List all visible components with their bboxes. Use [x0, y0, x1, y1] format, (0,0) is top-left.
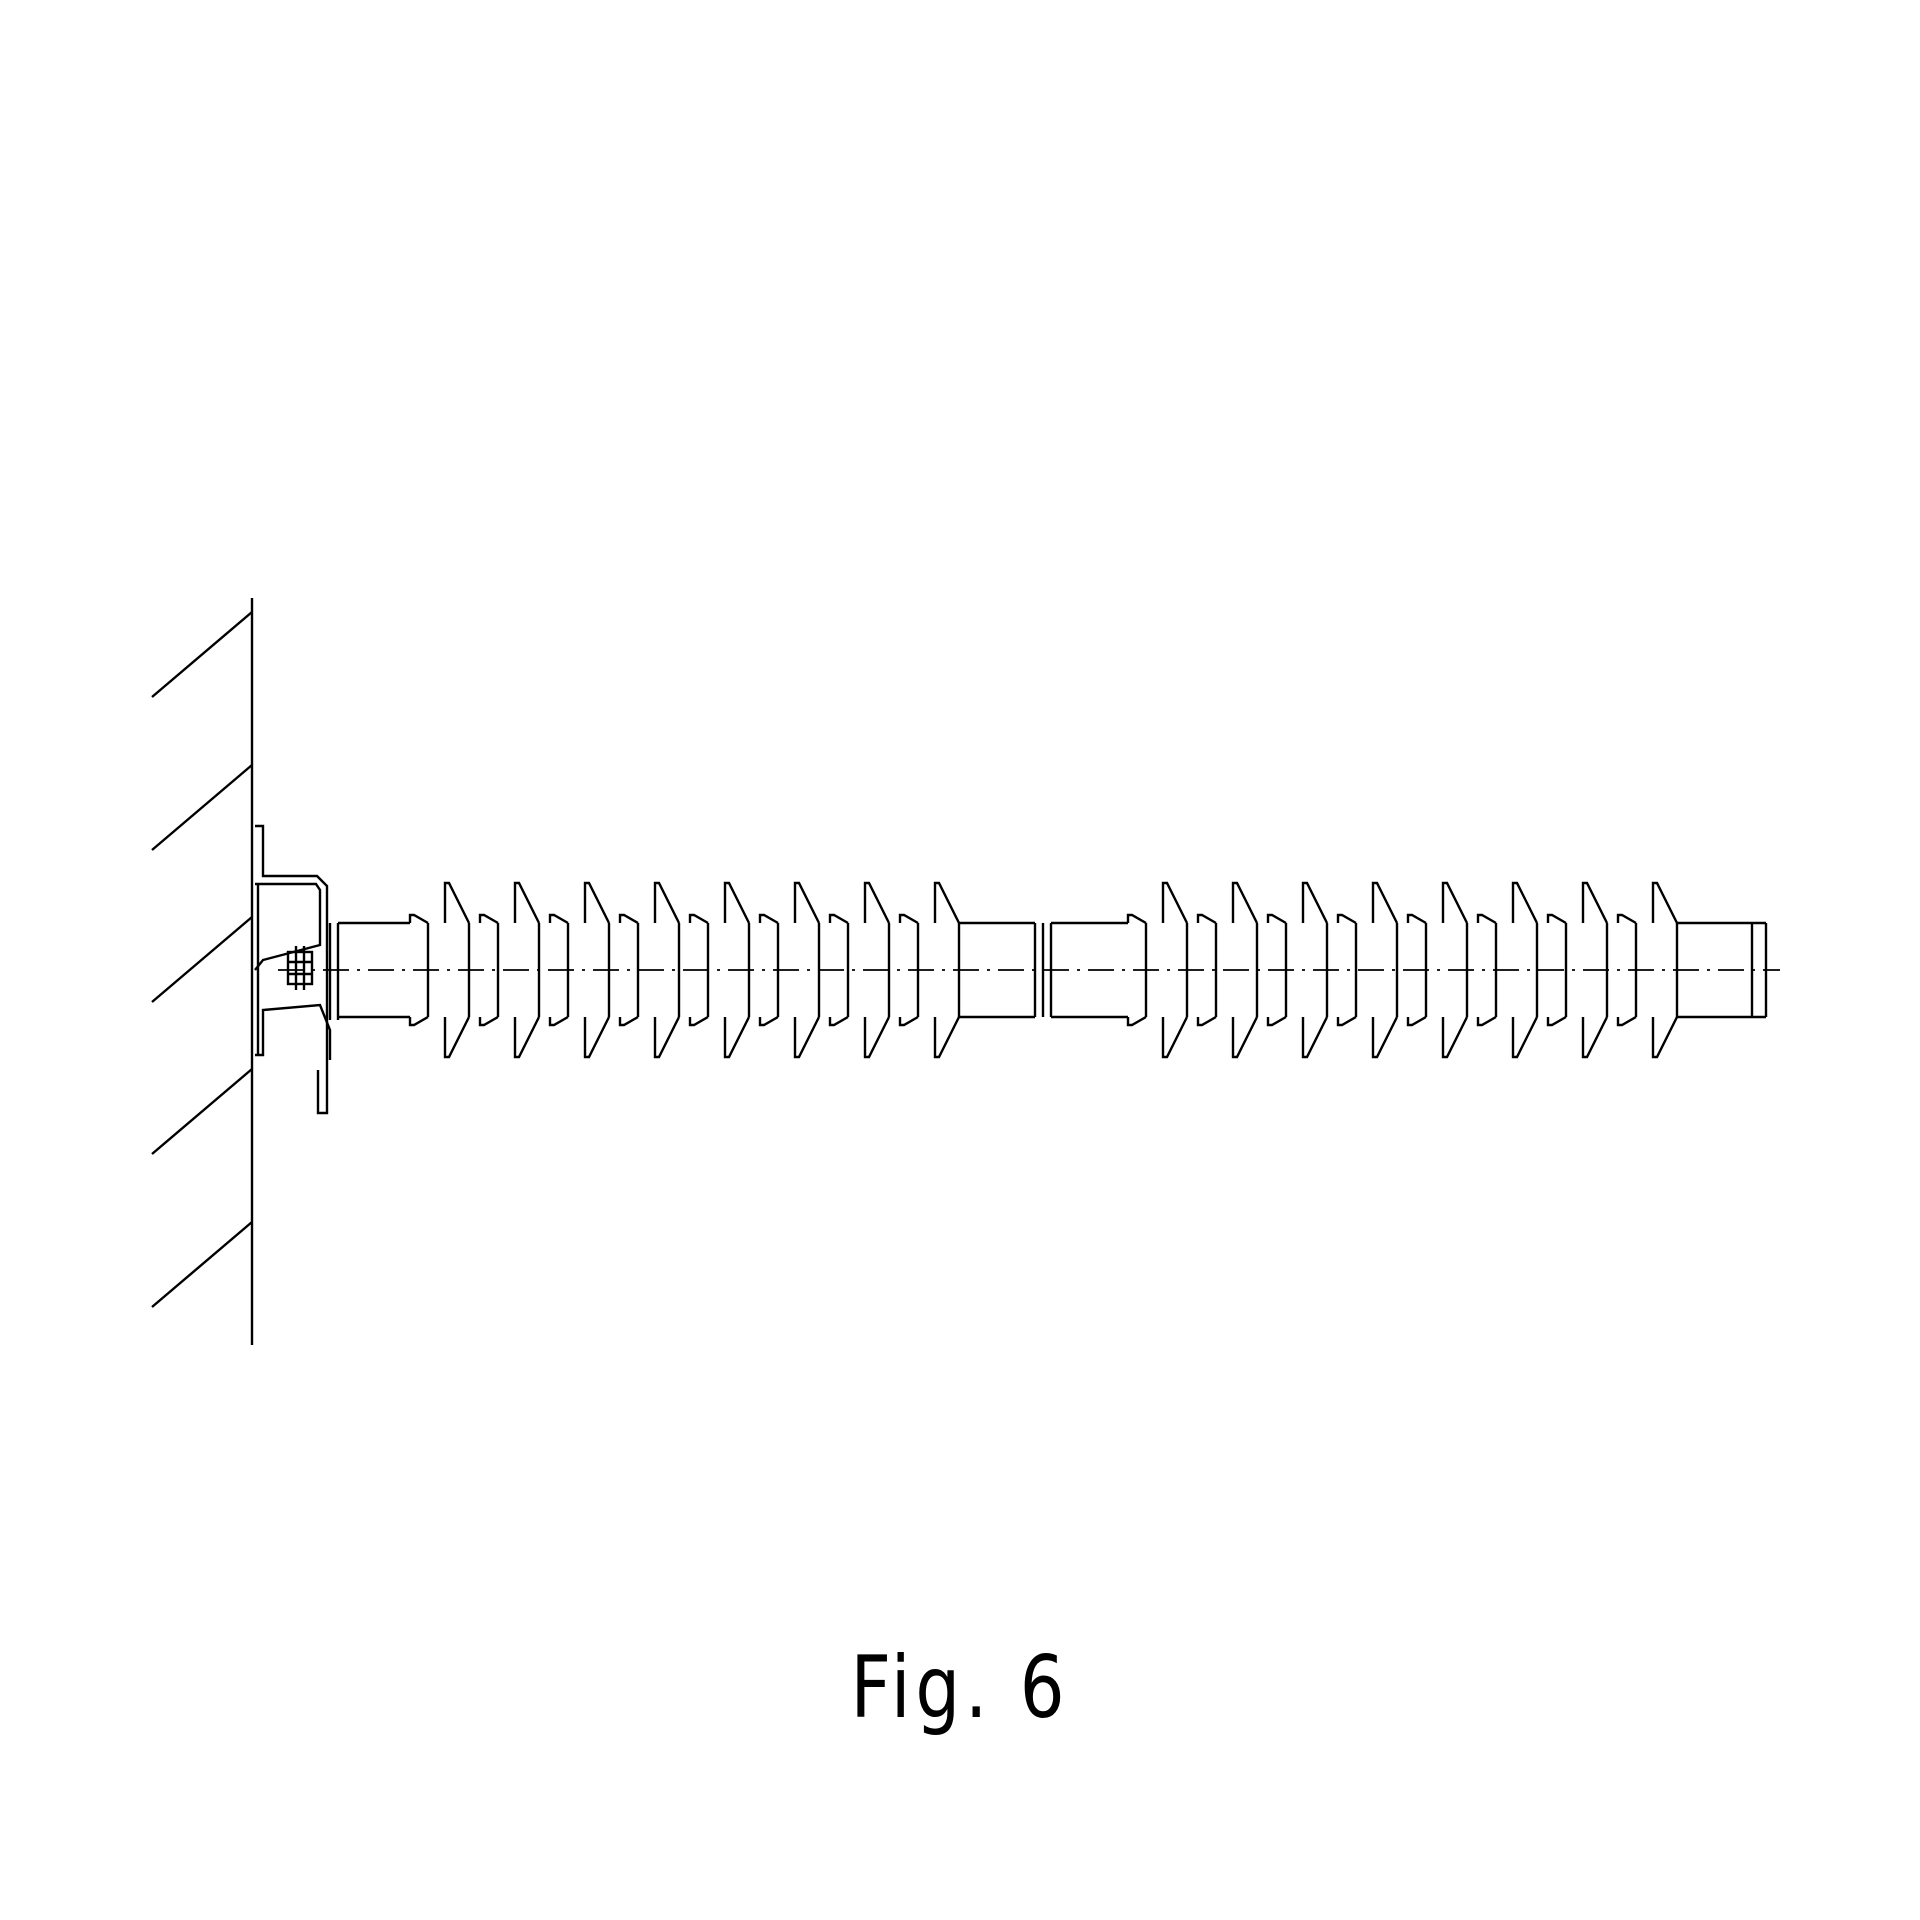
large-shed-lower	[1371, 1016, 1399, 1059]
large-shed-upper	[1231, 881, 1259, 924]
small-shed-upper	[1336, 913, 1357, 925]
wall-hatch-line	[151, 1221, 253, 1308]
large-shed-lower	[513, 1016, 541, 1059]
large-shed-upper	[863, 881, 891, 924]
large-shed-upper	[723, 881, 751, 924]
small-shed-lower	[1336, 1015, 1357, 1027]
large-shed-upper	[513, 881, 541, 924]
large-shed-lower	[1161, 1016, 1189, 1059]
large-shed-lower	[653, 1016, 681, 1059]
bracket-inner-profile	[254, 882, 322, 971]
small-shed-upper	[1476, 913, 1497, 925]
small-shed-upper	[1616, 913, 1637, 925]
small-shed-upper	[688, 913, 709, 925]
wall-hatch-line	[151, 764, 253, 851]
large-shed-upper	[1441, 881, 1469, 924]
small-shed-upper	[618, 913, 639, 925]
bracket-upper-flange	[255, 824, 329, 1115]
small-shed-lower	[478, 1015, 499, 1027]
wall-hatch-line	[151, 1068, 253, 1155]
large-shed-lower	[863, 1016, 891, 1059]
large-shed-upper	[1371, 881, 1399, 924]
large-shed-upper	[443, 881, 471, 924]
small-shed-lower	[828, 1015, 849, 1027]
bolt-nut	[286, 950, 314, 986]
small-shed-upper	[898, 913, 919, 925]
wall-hatch-line	[151, 916, 253, 1003]
large-shed-upper	[1161, 881, 1189, 924]
figure-caption: Fig. 6	[850, 1638, 1070, 1738]
small-shed-upper	[478, 913, 499, 925]
large-shed-lower	[1441, 1016, 1469, 1059]
small-shed-lower	[548, 1015, 569, 1027]
large-shed-lower	[933, 1016, 961, 1059]
large-shed-lower	[583, 1016, 611, 1059]
large-shed-lower	[1511, 1016, 1539, 1059]
small-shed-lower	[1546, 1015, 1567, 1027]
large-shed-lower	[443, 1016, 471, 1059]
small-shed-upper	[1406, 913, 1427, 925]
large-shed-upper	[1651, 881, 1679, 924]
large-shed-lower	[793, 1016, 821, 1059]
large-shed-lower	[1651, 1016, 1679, 1059]
small-shed-upper	[1546, 913, 1567, 925]
large-shed-upper	[653, 881, 681, 924]
large-shed-upper	[583, 881, 611, 924]
large-shed-upper	[1511, 881, 1539, 924]
wall-hatch-line	[151, 611, 253, 698]
small-shed-lower	[408, 1015, 429, 1027]
large-shed-lower	[1231, 1016, 1259, 1059]
bracket-lower-profile	[255, 1003, 332, 1060]
large-shed-upper	[793, 881, 821, 924]
small-shed-lower	[688, 1015, 709, 1027]
small-shed-upper	[758, 913, 779, 925]
small-shed-upper	[548, 913, 569, 925]
large-shed-lower	[1301, 1016, 1329, 1059]
small-shed-upper	[1266, 913, 1287, 925]
small-shed-lower	[1616, 1015, 1637, 1027]
small-shed-upper	[408, 913, 429, 925]
small-shed-upper	[1126, 913, 1147, 925]
small-shed-lower	[1476, 1015, 1497, 1027]
large-shed-upper	[1581, 881, 1609, 924]
small-shed-lower	[898, 1015, 919, 1027]
small-shed-lower	[1406, 1015, 1427, 1027]
mounting-bracket	[254, 824, 340, 1115]
small-shed-lower	[758, 1015, 779, 1027]
small-shed-upper	[828, 913, 849, 925]
large-shed-upper	[1301, 881, 1329, 924]
large-shed-lower	[1581, 1016, 1609, 1059]
small-shed-upper	[1196, 913, 1217, 925]
insulator-section-right	[1051, 881, 1768, 1059]
wall-hatching	[151, 598, 254, 1345]
small-shed-lower	[1196, 1015, 1217, 1027]
small-shed-lower	[618, 1015, 639, 1027]
small-shed-lower	[1266, 1015, 1287, 1027]
small-shed-lower	[1126, 1015, 1147, 1027]
large-shed-lower	[723, 1016, 751, 1059]
large-shed-upper	[933, 881, 961, 924]
